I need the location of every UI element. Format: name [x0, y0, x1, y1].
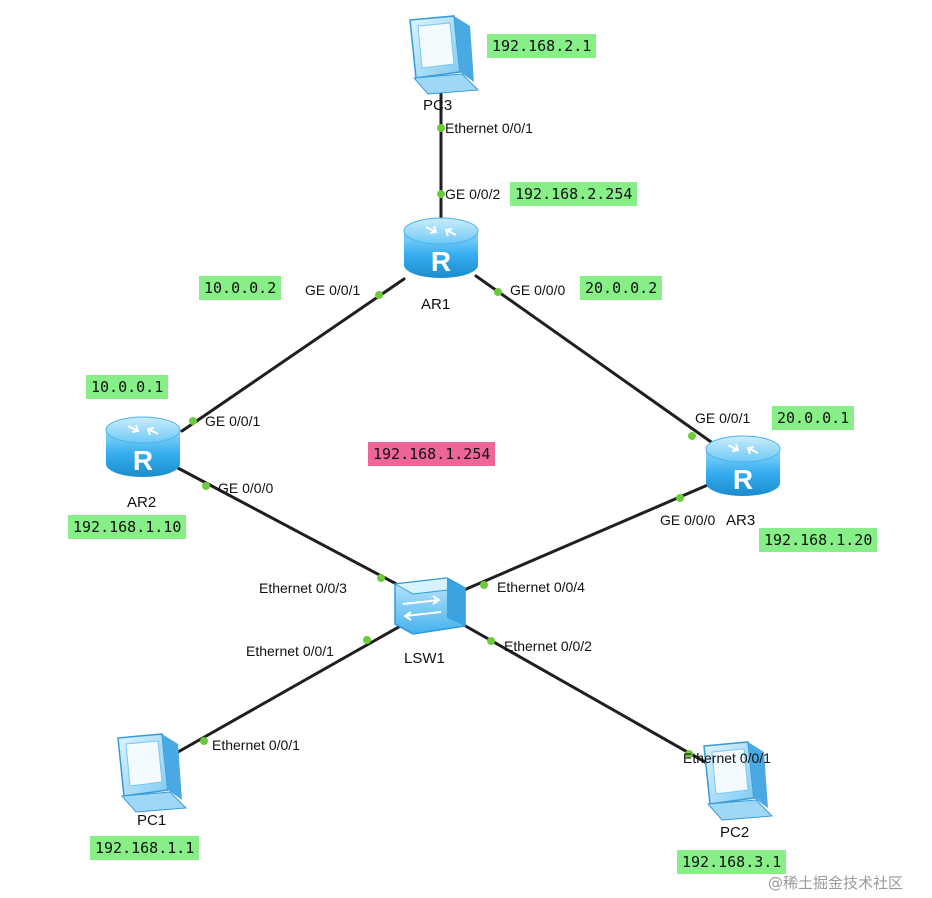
port-dot-lsw-eth003 [377, 574, 385, 582]
link-lsw1-pc1 [176, 622, 406, 754]
port-label-ar1-ge002: GE 0/0/2 [445, 186, 501, 202]
ip-label-center-vip: 192.168.1.254 [368, 442, 496, 466]
port-dot-ar3-ge000 [676, 494, 684, 502]
pc1-name: PC1 [137, 812, 167, 829]
switch-lsw1-icon [393, 577, 467, 635]
ip-label-pc1: 192.168.1.1 [90, 836, 200, 860]
port-label-ar2-ge000: GE 0/0/0 [218, 480, 274, 496]
link-ar1-ar3 [474, 274, 716, 446]
port-label-lsw-eth001: Ethernet 0/0/1 [246, 643, 334, 659]
link-ar2-lsw1 [174, 465, 406, 590]
ip-label-ar1-ge001: 10.0.0.2 [199, 276, 282, 300]
pc1-icon [117, 733, 188, 813]
port-dot-pc3 [437, 124, 445, 132]
port-label-ar3-ge000: GE 0/0/0 [660, 512, 716, 528]
ar1-name: AR1 [421, 296, 451, 313]
port-dot-ar1-ge000 [494, 288, 502, 296]
router-ar3-glyph: R [733, 464, 753, 495]
router-ar2-glyph: R [133, 445, 153, 476]
port-label-ar1-ge001: GE 0/0/1 [305, 282, 361, 298]
router-ar1-icon: R [403, 217, 479, 278]
pc3-icon [409, 15, 480, 95]
pc3-name: PC3 [423, 97, 453, 114]
port-label-lsw-eth004: Ethernet 0/0/4 [497, 579, 585, 595]
link-lsw1-pc2 [460, 622, 714, 768]
ar2-name: AR2 [127, 494, 157, 511]
port-label-pc1: Ethernet 0/0/1 [212, 737, 300, 753]
ip-label-ar2-ge000: 192.168.1.10 [68, 515, 187, 539]
router-ar3-icon: R [705, 435, 781, 496]
port-label-lsw-eth002: Ethernet 0/0/2 [504, 638, 592, 654]
pc2-icon [703, 741, 774, 821]
port-label-ar2-ge001: GE 0/0/1 [205, 413, 261, 429]
lsw1-name: LSW1 [404, 650, 445, 667]
port-dot-lsw-eth002 [487, 637, 495, 645]
link-ar1-ar2 [180, 277, 406, 433]
port-dot-pc2 [685, 750, 693, 758]
port-label-lsw-eth003: Ethernet 0/0/3 [259, 580, 347, 596]
links [174, 90, 716, 768]
watermark: @稀土掘金技术社区 [768, 874, 904, 892]
port-label-pc3: Ethernet 0/0/1 [445, 120, 533, 136]
port-label-ar1-ge000: GE 0/0/0 [510, 282, 566, 298]
ip-label-ar2-ge001: 10.0.0.1 [86, 375, 169, 399]
ip-label-ar3-ge001: 20.0.0.1 [772, 406, 855, 430]
link-ar3-lsw1 [462, 482, 712, 592]
port-label-pc2: Ethernet 0/0/1 [683, 750, 771, 766]
ip-label-pc3: 192.168.2.1 [487, 34, 597, 58]
port-dot-ar3-ge001 [688, 432, 696, 440]
router-ar2-icon: R [105, 416, 181, 477]
port-dot-pc1 [200, 737, 208, 745]
port-dot-lsw-eth004 [480, 581, 488, 589]
ip-label-ar1-ge000: 20.0.0.2 [580, 276, 663, 300]
port-dot-ar1-ge002 [437, 190, 445, 198]
router-ar1-glyph: R [431, 246, 451, 277]
ip-label-ar3-ge000: 192.168.1.20 [759, 528, 878, 552]
ar3-name: AR3 [726, 512, 756, 529]
port-dots [189, 124, 696, 758]
port-dot-lsw-eth001 [363, 636, 371, 644]
port-dot-ar2-ge000 [202, 482, 210, 490]
ip-label-ar1-ge002: 192.168.2.254 [510, 182, 638, 206]
ip-label-pc2: 192.168.3.1 [677, 850, 787, 874]
port-dot-ar2-ge001 [189, 417, 197, 425]
pc2-name: PC2 [720, 824, 750, 841]
port-dot-ar1-ge001 [375, 291, 383, 299]
port-label-ar3-ge001: GE 0/0/1 [695, 410, 751, 426]
